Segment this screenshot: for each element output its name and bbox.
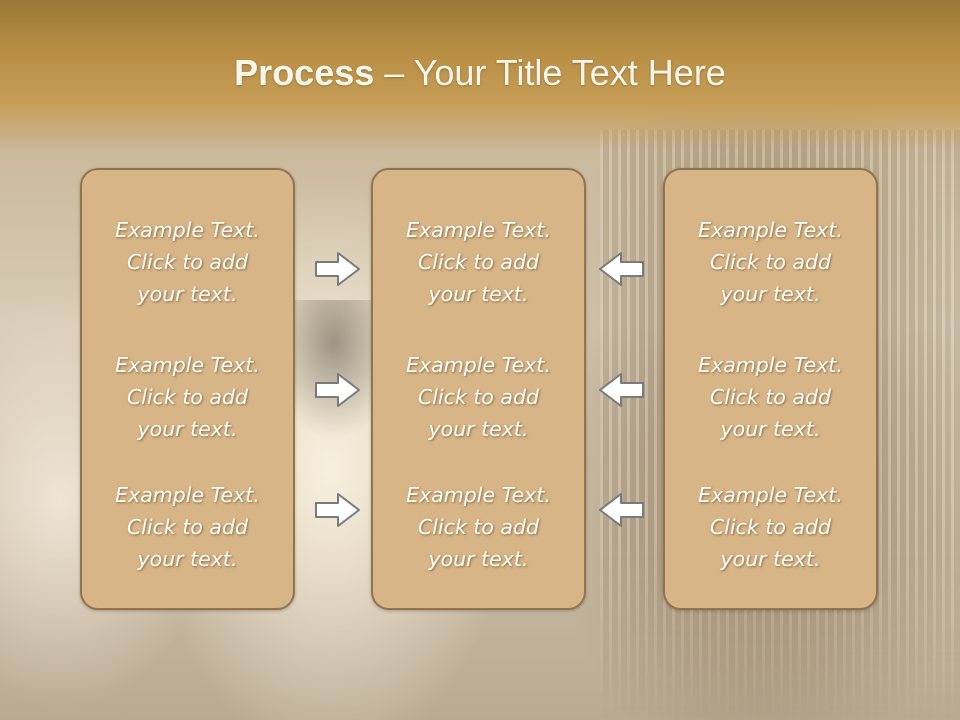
text-line: Click to add xyxy=(709,515,832,539)
text-line: Click to add xyxy=(126,385,249,409)
arrow-left-icon xyxy=(599,493,644,527)
text-line: Click to add xyxy=(126,515,249,539)
text-line: Click to add xyxy=(709,385,832,409)
text-line: your text. xyxy=(137,417,238,441)
text-placeholder[interactable]: Example Text. Click to add your text. xyxy=(82,214,293,310)
arrow-left-icon xyxy=(599,373,644,407)
arrow-left-icon xyxy=(599,252,644,286)
text-placeholder[interactable]: Example Text. Click to add your text. xyxy=(665,479,876,575)
text-line: Example Text. xyxy=(698,218,843,242)
text-line: Example Text. xyxy=(115,483,260,507)
text-line: Example Text. xyxy=(115,353,260,377)
text-placeholder[interactable]: Example Text. Click to add your text. xyxy=(665,349,876,445)
process-box-left[interactable]: Example Text. Click to add your text. Ex… xyxy=(80,168,295,610)
text-placeholder[interactable]: Example Text. Click to add your text. xyxy=(82,349,293,445)
text-line: your text. xyxy=(428,417,529,441)
text-line: Click to add xyxy=(417,515,540,539)
text-line: your text. xyxy=(137,282,238,306)
process-box-right[interactable]: Example Text. Click to add your text. Ex… xyxy=(663,168,878,610)
text-line: Example Text. xyxy=(406,483,551,507)
text-line: Click to add xyxy=(709,250,832,274)
title-bold: Process xyxy=(234,52,375,93)
text-placeholder[interactable]: Example Text. Click to add your text. xyxy=(373,214,584,310)
text-line: Example Text. xyxy=(115,218,260,242)
text-line: Click to add xyxy=(417,250,540,274)
text-line: your text. xyxy=(720,282,821,306)
process-box-center[interactable]: Example Text. Click to add your text. Ex… xyxy=(371,168,586,610)
text-line: your text. xyxy=(720,547,821,571)
text-line: Click to add xyxy=(417,385,540,409)
text-placeholder[interactable]: Example Text. Click to add your text. xyxy=(665,214,876,310)
arrow-right-icon xyxy=(315,252,360,286)
text-line: Example Text. xyxy=(698,353,843,377)
text-placeholder[interactable]: Example Text. Click to add your text. xyxy=(373,349,584,445)
arrow-right-icon xyxy=(315,373,360,407)
text-line: Example Text. xyxy=(698,483,843,507)
title-rest: – Your Title Text Here xyxy=(374,52,726,93)
slide-title[interactable]: Process – Your Title Text Here xyxy=(0,52,960,94)
text-line: Example Text. xyxy=(406,218,551,242)
text-line: your text. xyxy=(720,417,821,441)
title-banner xyxy=(0,0,960,150)
text-line: Example Text. xyxy=(406,353,551,377)
text-line: Click to add xyxy=(126,250,249,274)
text-line: your text. xyxy=(428,282,529,306)
text-line: your text. xyxy=(428,547,529,571)
text-placeholder[interactable]: Example Text. Click to add your text. xyxy=(373,479,584,575)
text-placeholder[interactable]: Example Text. Click to add your text. xyxy=(82,479,293,575)
text-line: your text. xyxy=(137,547,238,571)
arrow-right-icon xyxy=(315,493,360,527)
